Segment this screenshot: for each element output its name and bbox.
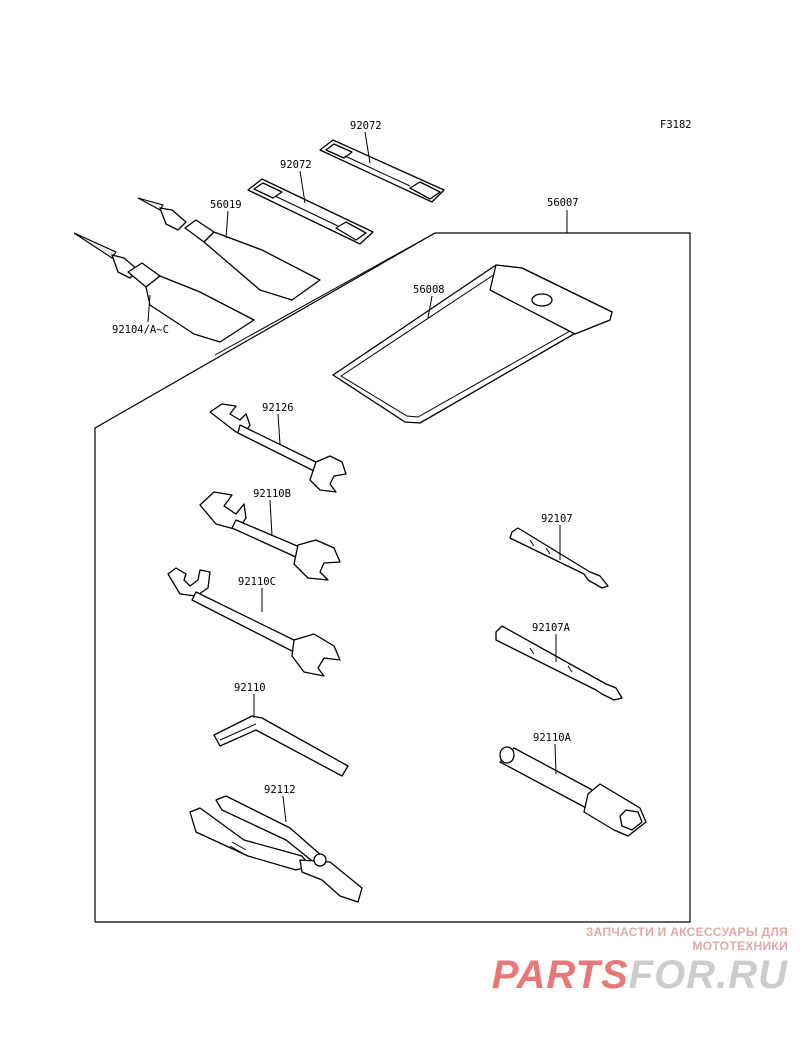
label-92112: 92112 [264,784,296,796]
label-92110b: 92110B [253,488,291,500]
pliers-92112[interactable] [189,795,363,903]
hex-key-92110[interactable] [213,715,349,777]
figure-code: F3182 [660,119,692,131]
leader-56019 [225,210,229,239]
leader-92126 [277,413,281,445]
site-watermark: ЗАПЧАСТИ И АКСЕССУАРЫ ДЛЯ МОТОТЕХНИКИ PA… [488,925,788,997]
strap-92072-upper[interactable] [319,139,445,203]
leader-92110b [269,499,273,537]
leader-92072-lower [299,170,306,204]
wrench-92126[interactable] [209,403,347,493]
screwdriver-92107[interactable] [509,527,609,589]
watermark-brand: PARTSFOR.RU [488,953,788,997]
label-92072-upper: 92072 [350,120,382,132]
wrench-92110c[interactable] [167,567,341,677]
strap-92072-lower[interactable] [247,178,374,245]
box-wrench-92110a[interactable] [499,746,647,837]
label-56008: 56008 [413,284,445,296]
leader-92112 [282,795,287,823]
tube-92104[interactable] [73,232,255,343]
label-92110c: 92110C [238,576,276,588]
watermark-brand-part2: FOR.RU [628,953,788,997]
screwdriver-92107a[interactable] [495,625,623,701]
label-56007: 56007 [547,197,579,209]
tube-56019[interactable] [137,197,321,301]
label-92126: 92126 [262,402,294,414]
tool-bag-56008[interactable] [332,264,613,424]
label-92072-lower: 92072 [280,159,312,171]
label-92110: 92110 [234,682,266,694]
watermark-subtitle: ЗАПЧАСТИ И АКСЕССУАРЫ ДЛЯ МОТОТЕХНИКИ [585,925,788,953]
watermark-brand-part1: PARTS [491,953,629,997]
leader-92104 [147,294,151,323]
label-92107a: 92107A [532,622,571,634]
tool-kit-frame [94,232,691,923]
leader-56008 [427,295,433,319]
leader-92110a [554,743,557,775]
label-92110a: 92110A [533,732,572,744]
separator-line [214,232,436,356]
leader-92072-upper [364,131,371,164]
label-92107: 92107 [541,513,573,525]
label-92104: 92104/A~C [112,324,169,336]
wrench-92110b[interactable] [199,491,341,581]
label-56019: 56019 [210,199,242,211]
